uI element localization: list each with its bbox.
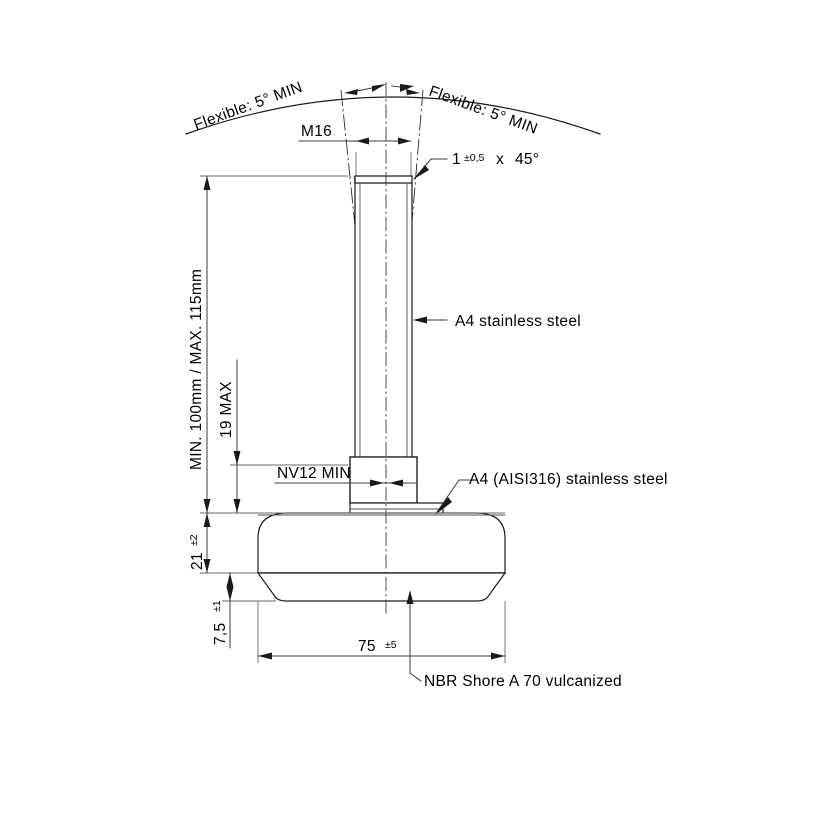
base-height-value-label: 21 <box>189 552 206 570</box>
chamfer-value-label: 1 <box>452 151 461 168</box>
diameter-value-label: 75 <box>358 638 376 655</box>
base-foot-group <box>257 512 506 574</box>
wrench-flat-group: NV12 MIN <box>274 465 418 487</box>
pad-height-arrow-top <box>226 573 234 587</box>
chamfer-tolerance-label: ±0,5 <box>464 152 485 164</box>
thread-label: M16 <box>301 123 332 140</box>
engagement-arrow-top <box>233 451 241 465</box>
stud-material-label: A4 stainless steel <box>455 313 581 330</box>
stud-shaft <box>354 175 413 458</box>
flexible-arc-group <box>185 96 601 135</box>
stud-body-group <box>349 175 444 515</box>
base-material-leader <box>436 479 474 513</box>
wrench-flat-label: NV12 MIN <box>277 465 351 482</box>
pad-height-value-label: 7,5 <box>212 623 229 645</box>
base-material-arrow <box>435 497 452 515</box>
thread-arrow-left <box>356 137 369 145</box>
diameter-arrow-right <box>491 652 505 660</box>
flex-arrow-right-inner <box>400 84 414 92</box>
base-material-label: A4 (AISI316) stainless steel <box>469 471 668 488</box>
base-foot-shell <box>257 512 506 574</box>
rubber-pad <box>256 572 507 602</box>
flex-arrow-connector-right <box>391 85 401 88</box>
stud-material-callout-group: A4 stainless steel <box>413 313 581 330</box>
diameter-tolerance-label: ±5 <box>385 639 397 651</box>
flex-arrow-left-inner <box>372 84 386 92</box>
chamfer-angle-label: 45° <box>515 151 539 168</box>
flex-label-right: Flexible: 5° MIN <box>427 83 540 138</box>
pad-height-arrow-bottom <box>226 587 234 601</box>
pad-material-arrow <box>406 590 414 604</box>
thread-arrow-right <box>398 137 411 145</box>
base-diameter-dimension-group: 75 ±5 <box>257 601 506 663</box>
flex-arrow-right-outer <box>406 89 420 95</box>
stud-material-arrow <box>413 316 427 324</box>
chamfer-arrow <box>414 165 429 179</box>
engagement-dimension-group: 19 MAX <box>218 359 348 514</box>
flex-label-right-group: Flexible: 5° MIN <box>427 83 540 138</box>
base-height-tolerance-label: ±2 <box>188 534 200 546</box>
diameter-arrow-left <box>258 652 272 660</box>
stud-shoulder <box>349 456 418 504</box>
chamfer-multiply-label: x <box>496 151 504 168</box>
washer-plate <box>349 502 444 515</box>
flex-arc-arrowheads <box>344 84 420 95</box>
wrench-flat-arrow-left <box>370 479 384 487</box>
pad-material-leader-elbow <box>409 672 422 682</box>
pad-height-tolerance-label: ±1 <box>211 600 223 612</box>
height-arrow-bottom <box>203 499 211 513</box>
height-range-label: MIN. 100mm / MAX. 115mm <box>188 269 205 470</box>
pad-material-label: NBR Shore A 70 vulcanized <box>424 673 622 690</box>
chamfer-callout-group: 1 ±0,5 x 45° <box>413 151 539 180</box>
rubber-pad-group <box>256 572 507 602</box>
engagement-label: 19 MAX <box>218 381 235 438</box>
base-height-arrow-bottom <box>203 559 211 573</box>
height-arrow-top <box>203 176 211 190</box>
pad-material-callout-group: NBR Shore A 70 vulcanized <box>406 590 622 690</box>
base-height-arrow-top <box>203 513 211 527</box>
pad-height-dimension-group: 7,5 ±1 <box>211 572 276 649</box>
base-height-dimension-group: 21 ±2 <box>188 512 258 574</box>
height-dimension-group: MIN. 100mm / MAX. 115mm <box>188 175 505 514</box>
wrench-flat-arrow-right <box>389 479 403 487</box>
base-material-callout-group: A4 (AISI316) stainless steel <box>435 471 668 515</box>
engagement-arrow-bottom <box>233 499 241 513</box>
flex-arrow-connector-left <box>356 87 373 92</box>
flexible-arc <box>185 96 601 135</box>
flex-arrow-left-outer <box>344 89 358 95</box>
thread-dimension-group: M16 <box>298 123 412 186</box>
